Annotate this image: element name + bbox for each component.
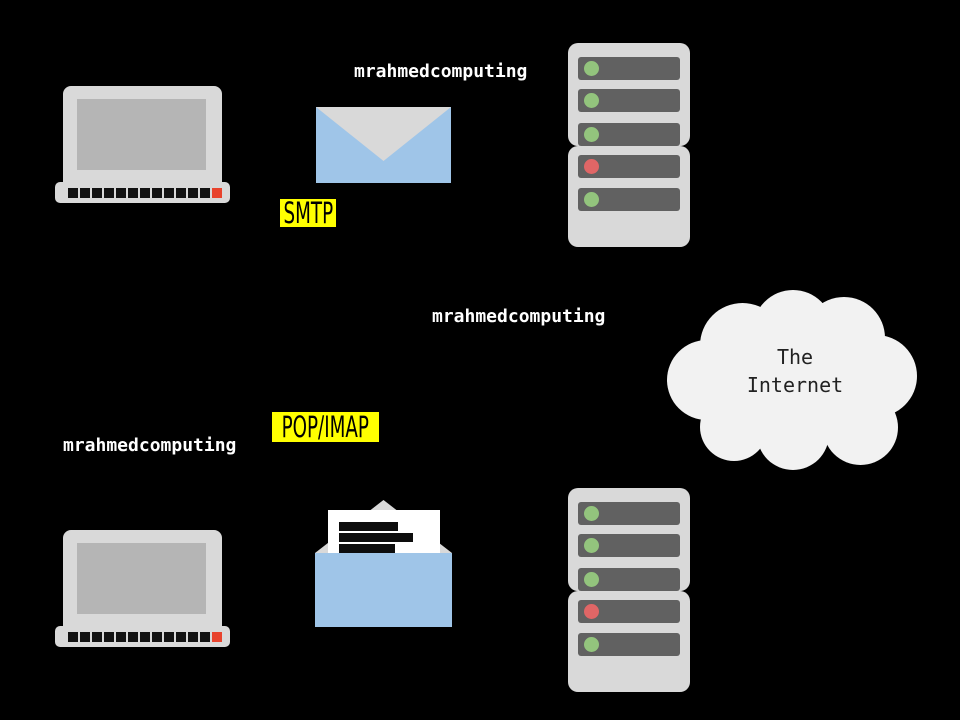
watermark-middle: mrahmedcomputing	[432, 306, 606, 327]
letter-text-line	[339, 533, 413, 542]
laptop-keyboard	[55, 626, 230, 647]
laptop-lid	[63, 86, 222, 182]
watermark-bottom-left: mrahmedcomputing	[63, 435, 237, 456]
laptop-keyboard	[55, 182, 230, 203]
keyboard-key	[116, 187, 126, 198]
server-unit	[568, 146, 690, 247]
incoming-mail-server-icon	[568, 488, 690, 692]
keyboard-key	[164, 631, 174, 642]
server-bay	[578, 502, 680, 525]
server-led	[584, 192, 599, 207]
internet-cloud-label: The Internet	[675, 343, 915, 399]
open-email-icon	[315, 497, 452, 628]
keyboard-key	[68, 187, 78, 198]
server-bay	[578, 155, 680, 178]
keyboard-key	[152, 631, 162, 642]
smtp-protocol-label: SMTP	[280, 195, 336, 230]
keyboard-key	[128, 631, 138, 642]
server-bay	[578, 57, 680, 80]
server-led	[584, 538, 599, 553]
keyboard-key	[92, 631, 102, 642]
internet-cloud-icon: The Internet	[667, 290, 917, 470]
laptop-screen	[77, 99, 206, 170]
letter-text-line	[339, 544, 395, 553]
keyboard-key	[116, 631, 126, 642]
keyboard-key	[176, 631, 186, 642]
pop-imap-label-text: POP/IMAP	[281, 409, 370, 444]
keyboard-key	[188, 631, 198, 642]
server-bay	[578, 123, 680, 146]
keyboard-power-key	[212, 187, 222, 198]
receiver-laptop-icon	[55, 530, 230, 647]
keyboard-key	[104, 631, 114, 642]
keyboard-key	[200, 631, 210, 642]
outgoing-mail-server-icon	[568, 43, 690, 247]
watermark-top: mrahmedcomputing	[354, 61, 528, 82]
server-bay	[578, 89, 680, 112]
letter-text-line	[339, 522, 398, 531]
server-led	[584, 127, 599, 142]
envelope-front	[315, 553, 452, 627]
keyboard-key	[176, 187, 186, 198]
cloud-label-line2: Internet	[746, 373, 844, 397]
server-unit	[568, 591, 690, 692]
smtp-label-text: SMTP	[283, 195, 333, 230]
cloud-label-line1: The	[776, 345, 814, 369]
keyboard-key	[164, 187, 174, 198]
server-bay	[578, 534, 680, 557]
sender-laptop-icon	[55, 86, 230, 203]
pop-imap-protocol-label: POP/IMAP	[272, 412, 379, 442]
server-led	[584, 159, 599, 174]
server-led	[584, 93, 599, 108]
server-led	[584, 604, 599, 619]
keyboard-key	[140, 631, 150, 642]
keyboard-key	[140, 187, 150, 198]
keyboard-key	[68, 631, 78, 642]
server-bay	[578, 600, 680, 623]
keyboard-key	[200, 187, 210, 198]
server-unit	[568, 43, 690, 146]
server-led	[584, 506, 599, 521]
cloud-body	[693, 325, 895, 437]
keyboard-key	[152, 187, 162, 198]
keyboard-key	[188, 187, 198, 198]
server-led	[584, 572, 599, 587]
laptop-lid	[63, 530, 222, 626]
keyboard-key	[80, 187, 90, 198]
server-led	[584, 637, 599, 652]
keyboard-key	[80, 631, 90, 642]
envelope-flap-icon	[316, 107, 451, 161]
server-led	[584, 61, 599, 76]
server-unit	[568, 488, 690, 591]
laptop-screen	[77, 543, 206, 614]
server-bay	[578, 633, 680, 656]
sealed-email-icon	[316, 107, 451, 183]
keyboard-key	[104, 187, 114, 198]
keyboard-key	[92, 187, 102, 198]
keyboard-key	[128, 187, 138, 198]
server-bay	[578, 188, 680, 211]
server-bay	[578, 568, 680, 591]
letter-icon	[328, 510, 440, 560]
keyboard-power-key	[212, 631, 222, 642]
